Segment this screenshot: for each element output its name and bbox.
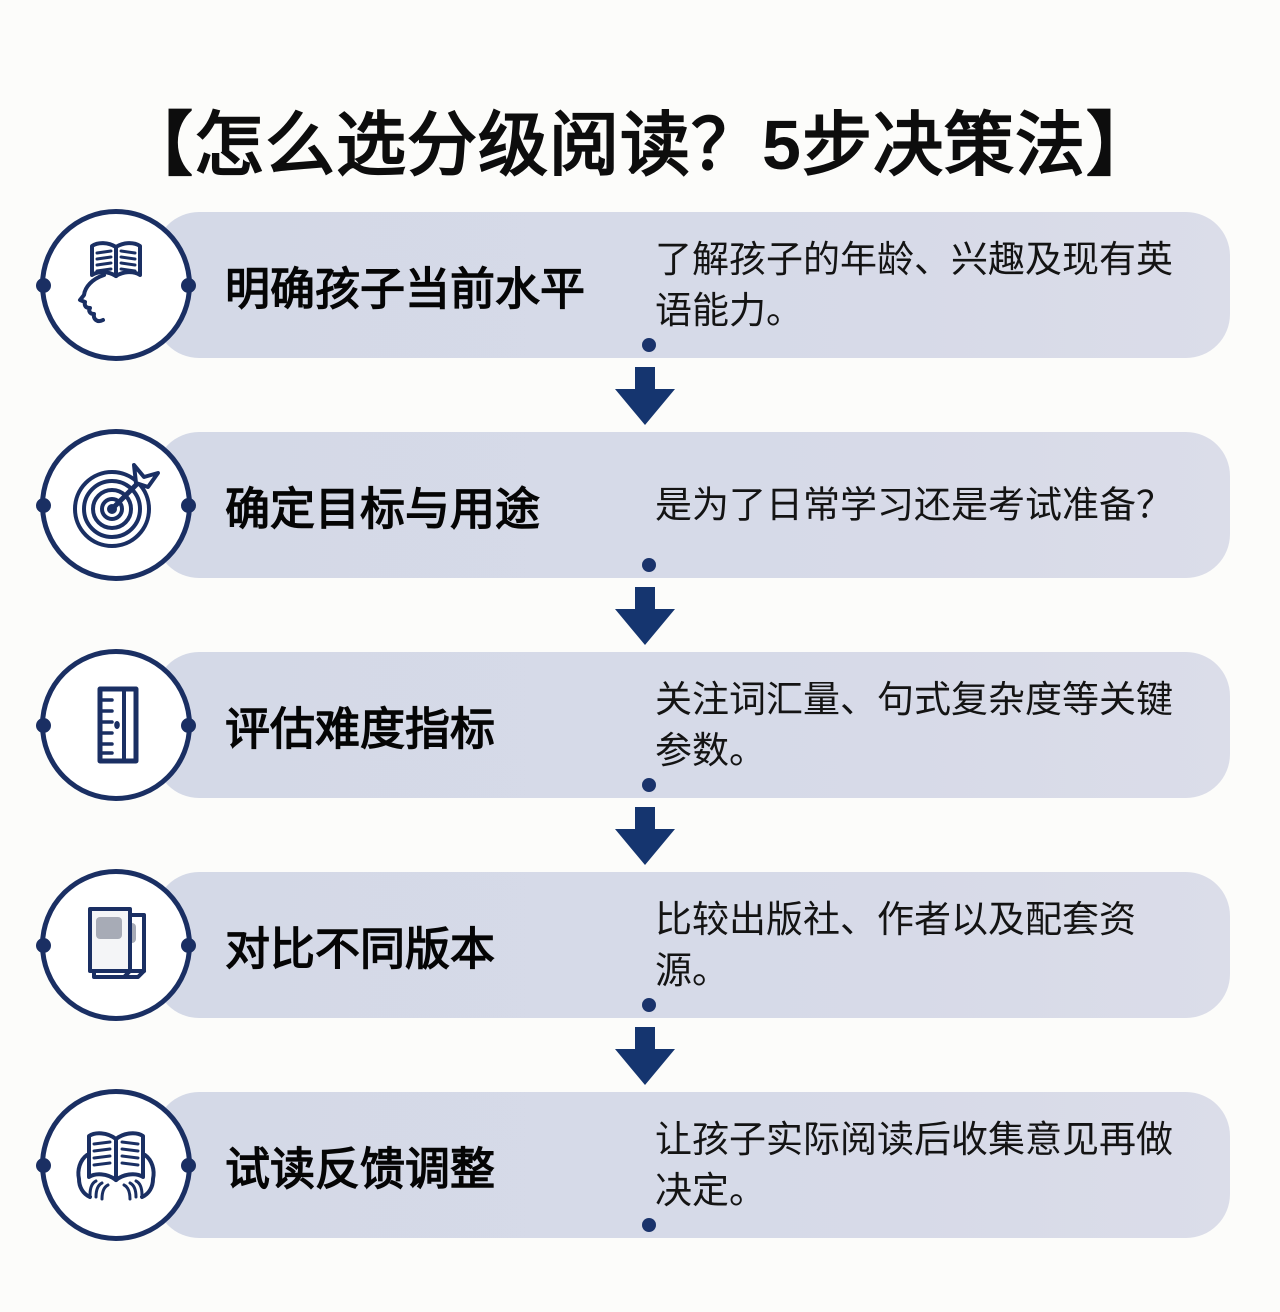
step-bar: 确定目标与用途 是为了日常学习还是考试准备？ xyxy=(155,432,1230,578)
step-row-4: 对比不同版本 比较出版社、作者以及配套资源。 xyxy=(0,869,1280,1092)
circle-side-dot xyxy=(36,718,51,733)
circle-side-dot xyxy=(181,938,196,953)
connector-dot xyxy=(642,1218,656,1232)
target-dart-icon xyxy=(73,463,160,548)
step-row-5: 试读反馈调整 让孩子实际阅读后收集意见再做决定。 xyxy=(0,1089,1280,1312)
circle-side-dot xyxy=(181,498,196,513)
step-description: 是为了日常学习还是考试准备？ xyxy=(655,484,1173,526)
down-arrow-icon xyxy=(615,587,675,645)
ruler-icon xyxy=(97,686,139,764)
down-arrow-icon xyxy=(615,807,675,865)
step-row-3: 评估难度指标 关注词汇量、句式复杂度等关键参数。 xyxy=(0,649,1280,872)
step-icon-badge xyxy=(36,429,196,581)
step-title: 明确孩子当前水平 xyxy=(225,263,586,315)
step-row-2: 确定目标与用途 是为了日常学习还是考试准备？ xyxy=(0,429,1280,652)
circle-side-dot xyxy=(36,938,51,953)
circle-side-dot xyxy=(36,278,51,293)
connector-dot xyxy=(642,558,656,572)
step-icon-badge xyxy=(36,869,196,1021)
head-with-book-icon xyxy=(78,241,142,324)
down-arrow-icon xyxy=(615,1027,675,1085)
step-title: 试读反馈调整 xyxy=(225,1143,496,1195)
connector-dot xyxy=(642,338,656,352)
circle-side-dot xyxy=(36,498,51,513)
step-bar: 明确孩子当前水平 了解孩子的年龄、兴趣及现有英语能力。 xyxy=(155,212,1230,358)
step-description: 了解孩子的年龄、兴趣及现有英语能力。 xyxy=(655,238,1173,331)
step-bar: 试读反馈调整 让孩子实际阅读后收集意见再做决定。 xyxy=(155,1092,1230,1238)
page-title: 【怎么选分级阅读？5步决策法】 xyxy=(123,105,1157,184)
step-description: 让孩子实际阅读后收集意见再做决定。 xyxy=(655,1118,1173,1211)
circle-side-dot xyxy=(36,1158,51,1173)
step-icon-badge xyxy=(36,209,196,361)
step-row-1: 明确孩子当前水平 了解孩子的年龄、兴趣及现有英语能力。 xyxy=(0,209,1280,432)
circle-side-dot xyxy=(181,718,196,733)
step-title: 对比不同版本 xyxy=(225,923,496,975)
step-description: 关注词汇量、句式复杂度等关键参数。 xyxy=(655,678,1173,771)
connector-dot xyxy=(642,998,656,1012)
step-title: 确定目标与用途 xyxy=(225,483,541,535)
open-book-hands-icon xyxy=(76,1131,156,1201)
circle-side-dot xyxy=(181,278,196,293)
step-description: 比较出版社、作者以及配套资源。 xyxy=(655,898,1136,991)
step-bar: 评估难度指标 关注词汇量、句式复杂度等关键参数。 xyxy=(155,652,1230,798)
step-icon-badge xyxy=(36,649,196,801)
compare-books-icon xyxy=(88,907,146,979)
down-arrow-icon xyxy=(615,367,675,425)
connector-dot xyxy=(642,778,656,792)
step-bar: 对比不同版本 比较出版社、作者以及配套资源。 xyxy=(155,872,1230,1018)
step-title: 评估难度指标 xyxy=(225,703,496,755)
step-icon-badge xyxy=(36,1089,196,1241)
circle-side-dot xyxy=(181,1158,196,1173)
